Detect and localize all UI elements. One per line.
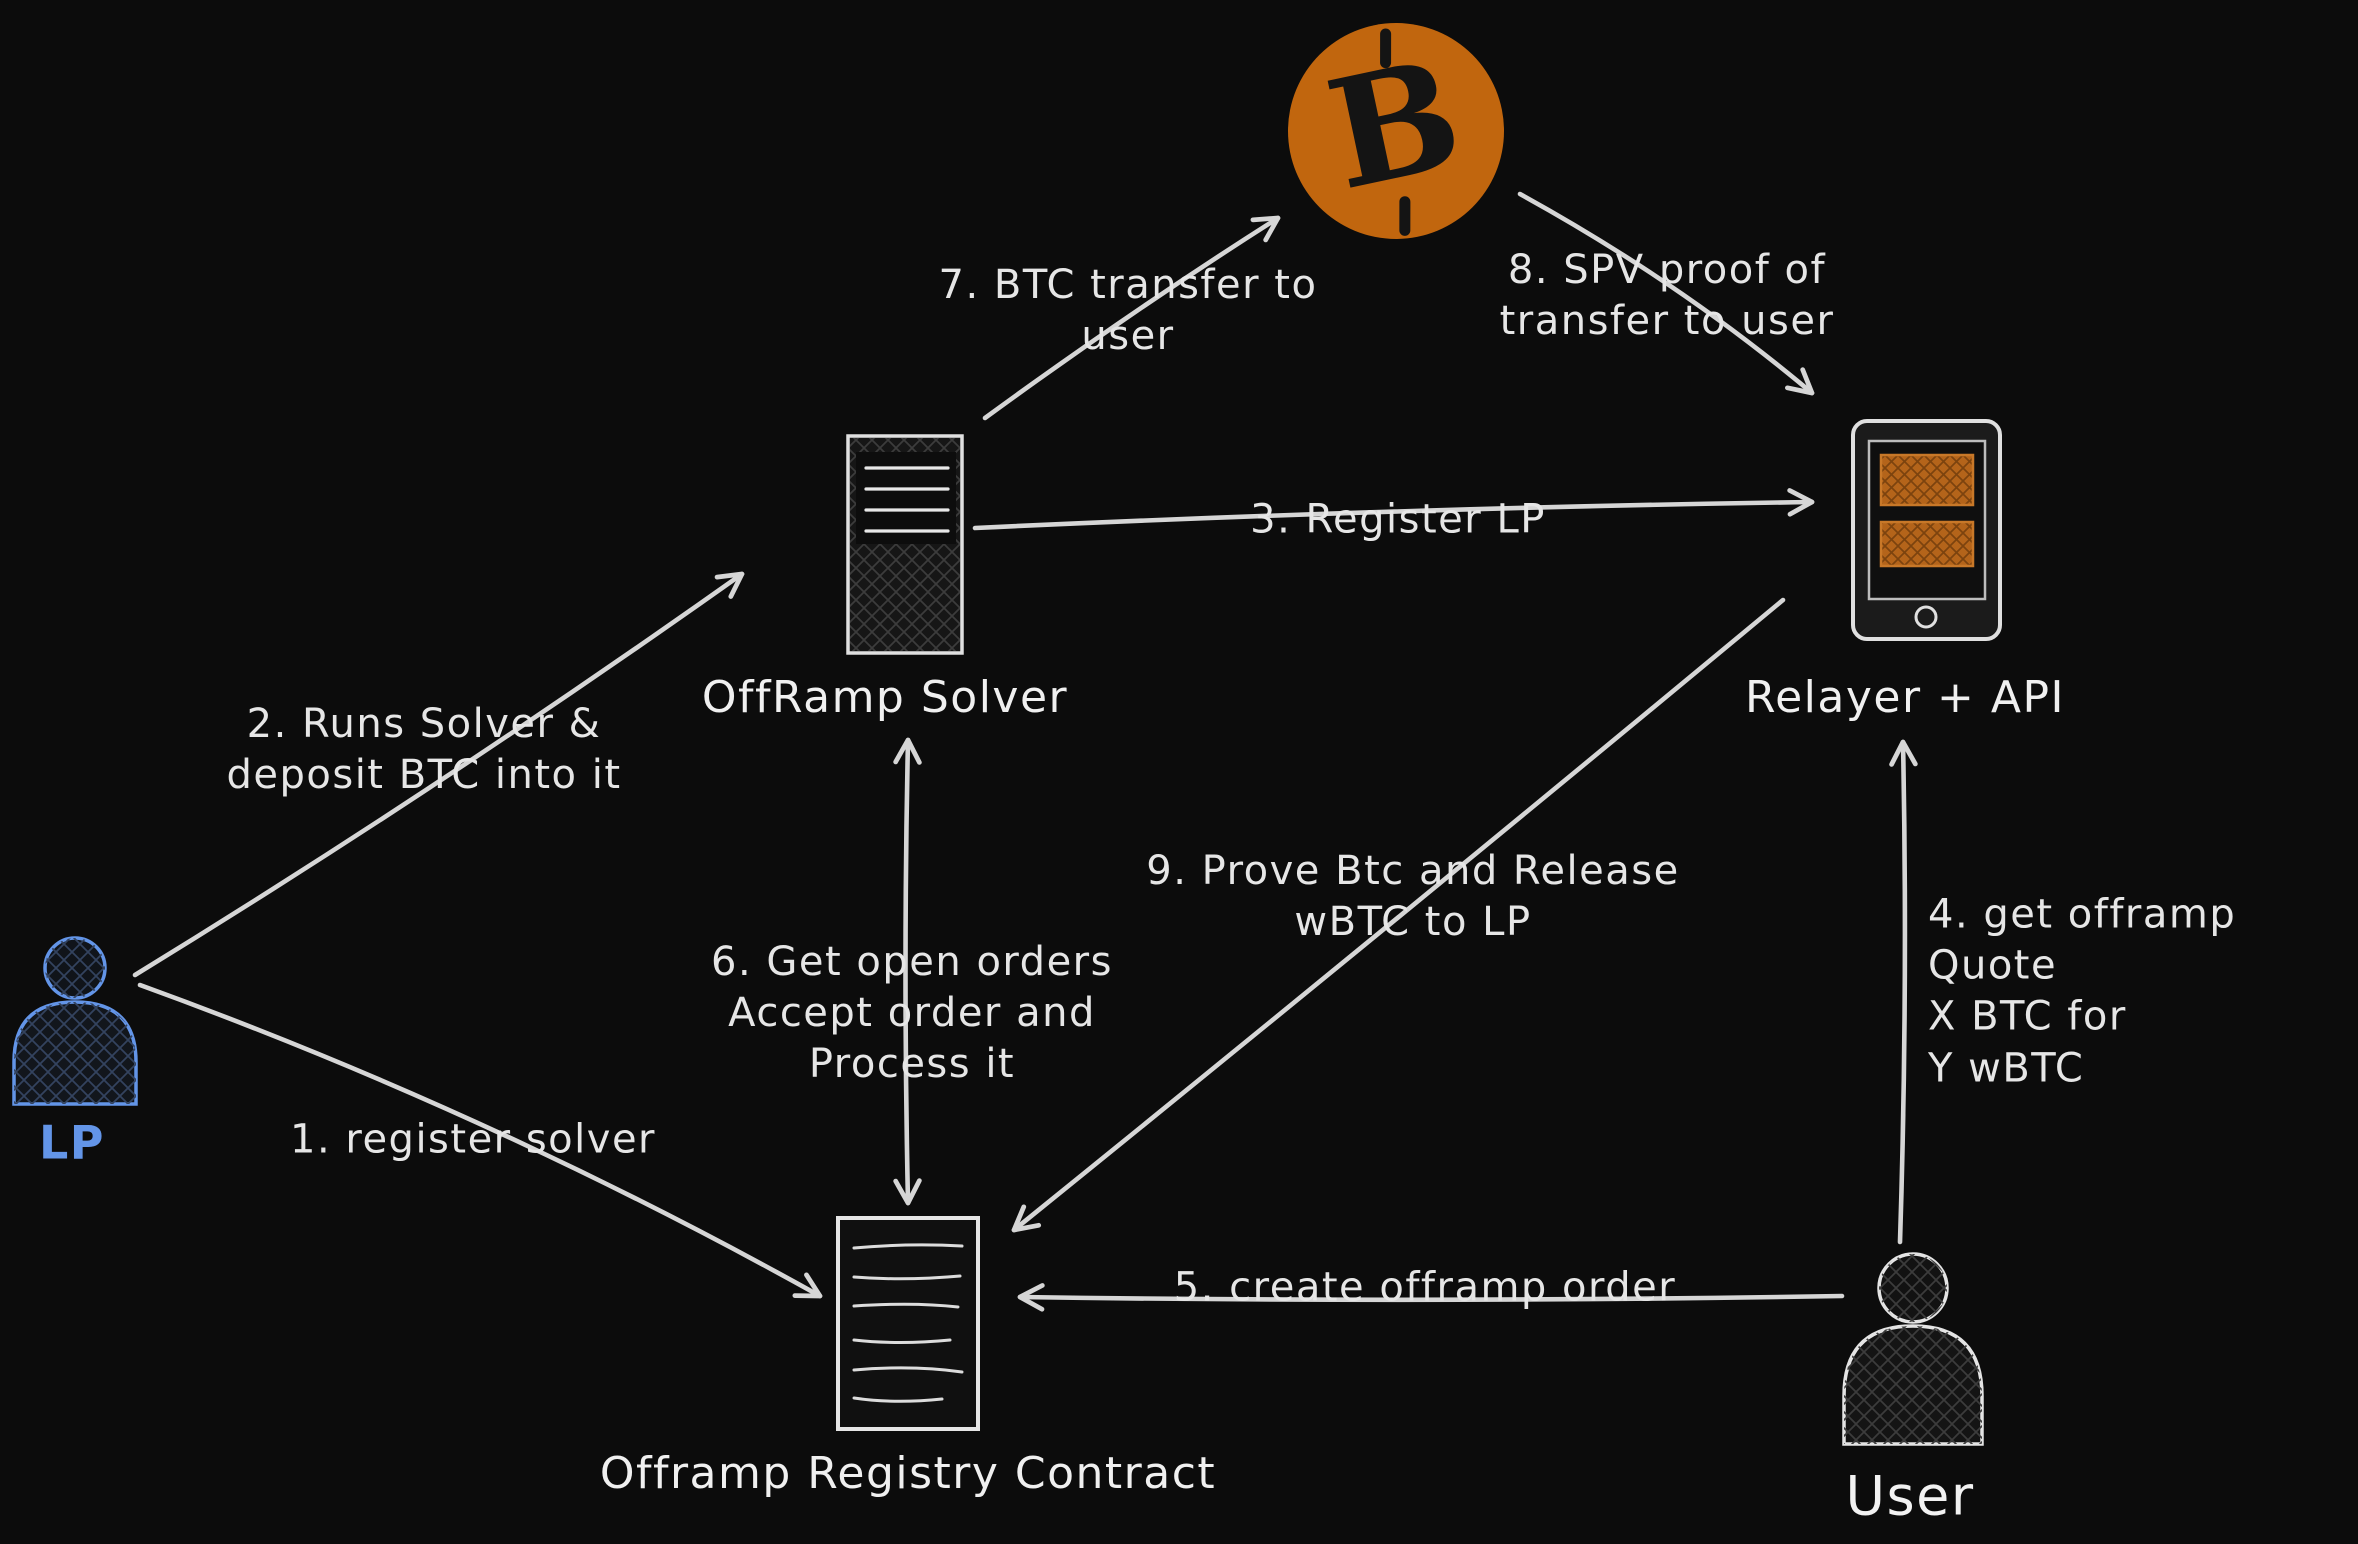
- edge-label-get-quote: 4. get offramp Quote X BTC for Y wBTC: [1928, 891, 2237, 1092]
- solver-icon: [846, 434, 964, 655]
- edges-layer: [132, 191, 1918, 1312]
- edge-label-register-lp: 3. Register LP: [1250, 496, 1546, 543]
- relayer-screen-block-2: [1879, 520, 1975, 568]
- edge-register-lp: [972, 488, 1815, 531]
- edge-label-runs-solver: 2. Runs Solver & deposit BTC into it: [226, 700, 622, 798]
- edge-label-open-orders: 6. Get open orders Accept order and Proc…: [711, 939, 1113, 1088]
- lp-person-icon: [12, 936, 138, 1106]
- lp-label: LP: [38, 1115, 106, 1170]
- bitcoin-node: B: [1288, 23, 1504, 239]
- edge-label-register-solver: 1. register solver: [289, 1116, 657, 1163]
- relayer-home-button: [1914, 605, 1938, 629]
- edge-label-create-order: 5. create offramp order: [1173, 1264, 1677, 1311]
- edge-create-order: [1017, 1283, 1845, 1312]
- edge-btc-transfer: [982, 215, 1281, 421]
- user-label: User: [1845, 1464, 1975, 1528]
- edge-get-quote: [1889, 739, 1918, 1245]
- relayer-screen-block-1: [1879, 453, 1975, 507]
- edge-label-spv-proof: 8. SPV proof of transfer to user: [1499, 246, 1835, 344]
- edge-register-solver: [137, 982, 823, 1299]
- edge-label-prove-release: 9. Prove Btc and Release wBTC to LP: [1146, 847, 1680, 945]
- registry-icon: [836, 1216, 980, 1431]
- bitcoin-circle: [1288, 23, 1504, 239]
- relayer-label: Relayer + API: [1744, 671, 2066, 723]
- edge-spv-proof: [1517, 191, 1815, 396]
- user-person-icon: [1842, 1252, 1984, 1446]
- edge-prove-release: [1011, 597, 1786, 1233]
- registry-label: Offramp Registry Contract: [599, 1447, 1217, 1499]
- edge-runs-solver: [132, 571, 745, 978]
- relayer-icon: [1851, 419, 2002, 641]
- solver-label: OffRamp Solver: [701, 671, 1069, 723]
- edge-label-btc-transfer: 7. BTC transfer to user: [938, 261, 1318, 359]
- edge-open-orders: [893, 737, 922, 1206]
